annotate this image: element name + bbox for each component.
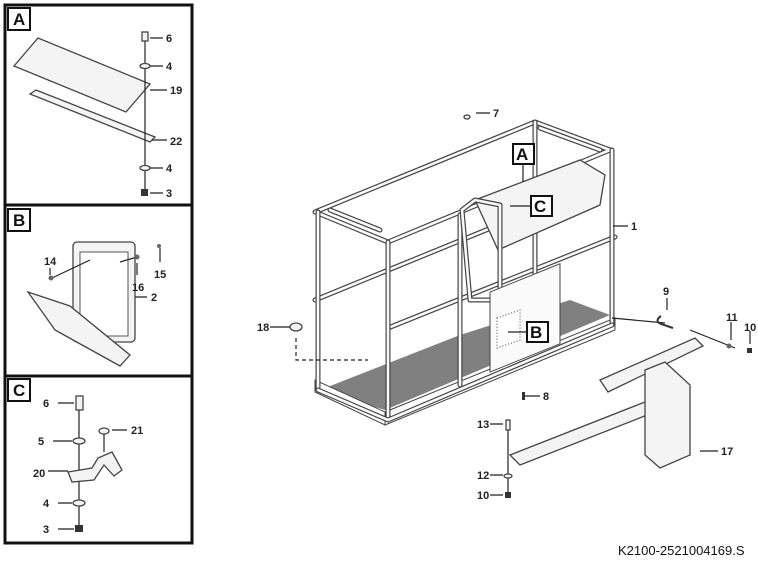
u-bolt-icon (656, 315, 674, 329)
callout-6: 6 (43, 398, 49, 410)
nut-icon (98, 427, 110, 435)
nut-icon (141, 189, 148, 196)
callout-2: 2 (151, 292, 157, 304)
document-box-location (496, 309, 521, 349)
nut-icon (747, 348, 752, 353)
rotator-bracket (644, 361, 691, 469)
callout-3: 3 (43, 524, 49, 536)
callout-10: 10 (744, 322, 756, 334)
washer-icon (72, 437, 86, 445)
callout-22: 22 (170, 136, 182, 148)
callout-8: 8 (543, 391, 549, 403)
bolt-icon (505, 419, 511, 431)
bolt-icon (141, 31, 149, 42)
floor-grating (320, 300, 610, 410)
pin-icon (522, 392, 525, 400)
callout-15: 15 (154, 269, 166, 281)
callout-4: 4 (166, 61, 173, 73)
mount-beam (599, 337, 705, 393)
mounting-rail (28, 89, 157, 143)
cap-icon (289, 322, 303, 332)
detail-ref-a: A (516, 145, 528, 164)
callout-14: 14 (44, 256, 57, 268)
callout-12: 12 (477, 470, 489, 482)
callout-7: 7 (493, 108, 499, 120)
callout-16: 16 (132, 282, 144, 294)
washer-icon (72, 499, 86, 507)
nut-icon (75, 525, 83, 532)
callout-1: 1 (631, 221, 637, 233)
screw-icon (463, 114, 471, 120)
panel-a-letter: A (13, 10, 25, 29)
callout-11: 11 (726, 312, 738, 324)
panel-a-tag (7, 7, 31, 31)
bolt-icon (75, 395, 84, 411)
drawing-code: K2100-2521004169.S (618, 543, 745, 558)
callout-21: 21 (131, 425, 143, 437)
panel-b-letter: B (13, 211, 25, 230)
detail-panel-a: A 6 4 19 22 4 3 (3, 3, 194, 207)
callout-17: 17 (721, 446, 733, 458)
callout-20: 20 (33, 468, 45, 480)
washer-icon (726, 343, 732, 349)
callout-4: 4 (166, 163, 173, 175)
detail-panel-c: C 6 21 5 20 4 3 (3, 374, 194, 545)
callout-3: 3 (166, 188, 172, 200)
callout-13: 13 (477, 419, 489, 431)
platform-basket (289, 114, 752, 498)
bracket (67, 451, 123, 483)
callout-19: 19 (170, 85, 182, 97)
callout-9: 9 (663, 286, 669, 298)
detail-panel-b: B 14 16 15 2 (3, 203, 194, 378)
callout-18: 18 (257, 322, 269, 334)
washer-icon (139, 62, 151, 70)
document-box-lid (26, 290, 131, 367)
callout-5: 5 (38, 436, 44, 448)
detail-ref-c: C (534, 197, 546, 216)
callout-6: 6 (166, 33, 172, 45)
callout-10: 10 (477, 490, 489, 502)
callout-4: 4 (43, 498, 50, 510)
cover-plate (12, 37, 152, 113)
panel-c-letter: C (13, 381, 25, 400)
detail-ref-b: B (530, 323, 542, 342)
lower-beam (508, 399, 662, 466)
washer-icon (139, 164, 151, 172)
